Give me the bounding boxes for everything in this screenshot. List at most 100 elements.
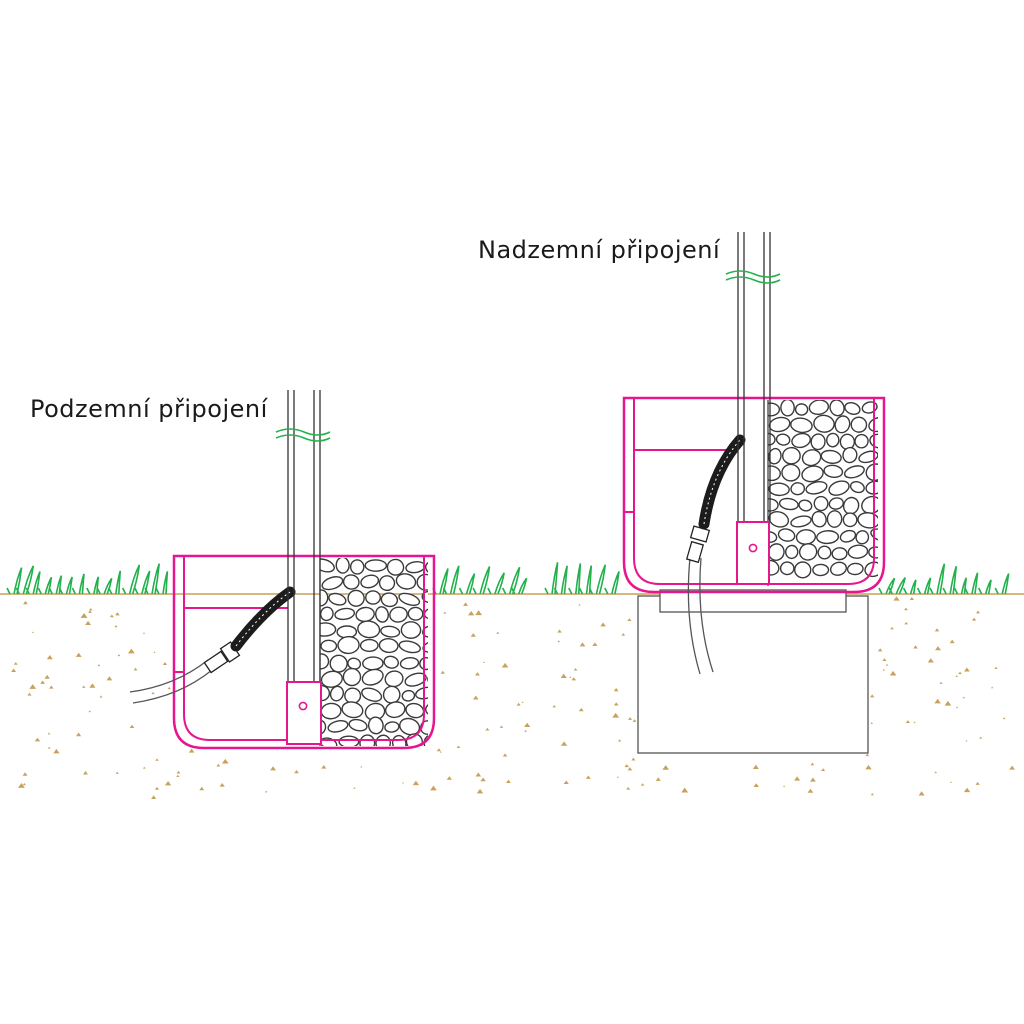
gravel-stone xyxy=(401,689,416,702)
grass-blade xyxy=(544,587,549,595)
soil-speck xyxy=(964,667,970,672)
gravel-stone xyxy=(367,716,384,735)
grass-blade xyxy=(487,587,492,595)
grass-blade xyxy=(560,565,568,595)
grass-blade xyxy=(37,587,43,595)
grass-blade xyxy=(604,587,609,595)
gravel-stone xyxy=(785,544,799,560)
gravel-stone xyxy=(798,499,813,512)
soil-speck xyxy=(963,787,971,793)
gravel-stone xyxy=(389,606,408,623)
soil-speck xyxy=(440,670,445,674)
soil-speck xyxy=(89,608,93,611)
soil-speck xyxy=(47,746,51,749)
gravel-stone xyxy=(386,558,405,576)
soil-speck xyxy=(430,785,437,791)
soil-speck xyxy=(965,739,968,742)
hose-coupling-left xyxy=(203,641,241,674)
soil-speck xyxy=(810,762,815,766)
grass-blade xyxy=(151,563,161,595)
soil-speck xyxy=(613,702,619,706)
grass-blade xyxy=(65,576,73,595)
soil-speck xyxy=(109,614,114,618)
soil-speck xyxy=(877,648,883,652)
pole-left xyxy=(287,390,321,682)
aboveground-assembly xyxy=(622,232,886,754)
soil-speck xyxy=(506,779,511,783)
soil-speck xyxy=(176,774,180,777)
soil-speck xyxy=(994,666,998,669)
soil-speck xyxy=(934,628,940,632)
soil-speck xyxy=(628,717,633,720)
soil-speck xyxy=(47,732,51,735)
grass-blade xyxy=(115,570,122,595)
soil-speck xyxy=(294,769,299,774)
soil-speck xyxy=(472,695,479,700)
soil-speck xyxy=(890,626,894,630)
gravel-stone xyxy=(338,735,360,746)
soil-speck xyxy=(955,706,959,709)
gravel-stone xyxy=(328,592,347,606)
soil-speck xyxy=(106,676,113,681)
soil-speck xyxy=(162,662,168,665)
gravel-stone xyxy=(778,497,799,511)
gravel-stone xyxy=(805,481,828,495)
gravel-stone xyxy=(794,403,809,416)
soil-speck xyxy=(592,642,598,646)
gravel-stone xyxy=(361,687,383,702)
soil-speck xyxy=(578,707,584,712)
gravel-stone xyxy=(854,433,869,449)
soil-speck xyxy=(939,681,943,684)
concrete-block xyxy=(637,595,869,754)
gravel-stone xyxy=(791,432,811,449)
grass-blade xyxy=(984,579,992,595)
soil-speck xyxy=(1002,717,1006,720)
soil-speck xyxy=(219,783,225,787)
soil-speck xyxy=(624,764,629,768)
grass-blade xyxy=(71,587,77,595)
gravel-stone xyxy=(847,544,869,559)
gravel-stone xyxy=(812,563,830,577)
soil-speck xyxy=(627,618,632,621)
soil-speck xyxy=(443,611,447,614)
gravel-stone xyxy=(801,449,822,467)
gravel-stone xyxy=(404,672,427,687)
soil-speck xyxy=(807,788,814,793)
soil-speck xyxy=(114,625,118,628)
soil-speck xyxy=(188,748,195,753)
grass-blade xyxy=(465,573,476,595)
gravel-stone xyxy=(355,606,375,623)
soil-speck xyxy=(22,783,26,786)
gravel-stone xyxy=(384,701,406,719)
soil-speck xyxy=(40,680,46,684)
grass-blade xyxy=(48,587,54,595)
grass-blade xyxy=(902,587,908,595)
gravel-stone xyxy=(424,702,428,717)
soil-speck xyxy=(979,736,983,739)
soil-speck xyxy=(918,791,925,796)
gravel-stone xyxy=(790,417,813,434)
soil-texture xyxy=(11,596,1016,799)
soil-speck xyxy=(502,753,508,757)
soil-speck xyxy=(13,662,18,665)
grass-blade xyxy=(885,577,896,595)
pole-base-left xyxy=(286,681,322,745)
grass-blade xyxy=(953,587,959,595)
soil-speck xyxy=(82,685,86,688)
soil-speck xyxy=(617,739,622,742)
gravel-stone xyxy=(364,559,388,572)
soil-speck xyxy=(27,692,32,696)
gravel-stone xyxy=(378,638,399,654)
soil-speck xyxy=(75,652,82,657)
soil-speck xyxy=(142,632,146,634)
gravel-stone xyxy=(359,638,379,653)
gravel-stone xyxy=(424,559,428,576)
grass-blade xyxy=(949,566,958,595)
gravel-stone xyxy=(320,589,329,607)
soil-speck xyxy=(115,612,120,616)
gravel-stone xyxy=(320,702,342,720)
grass-blade xyxy=(517,577,528,595)
grass-blade xyxy=(942,587,947,595)
soil-speck xyxy=(446,776,453,780)
gravel-stone xyxy=(391,734,407,746)
